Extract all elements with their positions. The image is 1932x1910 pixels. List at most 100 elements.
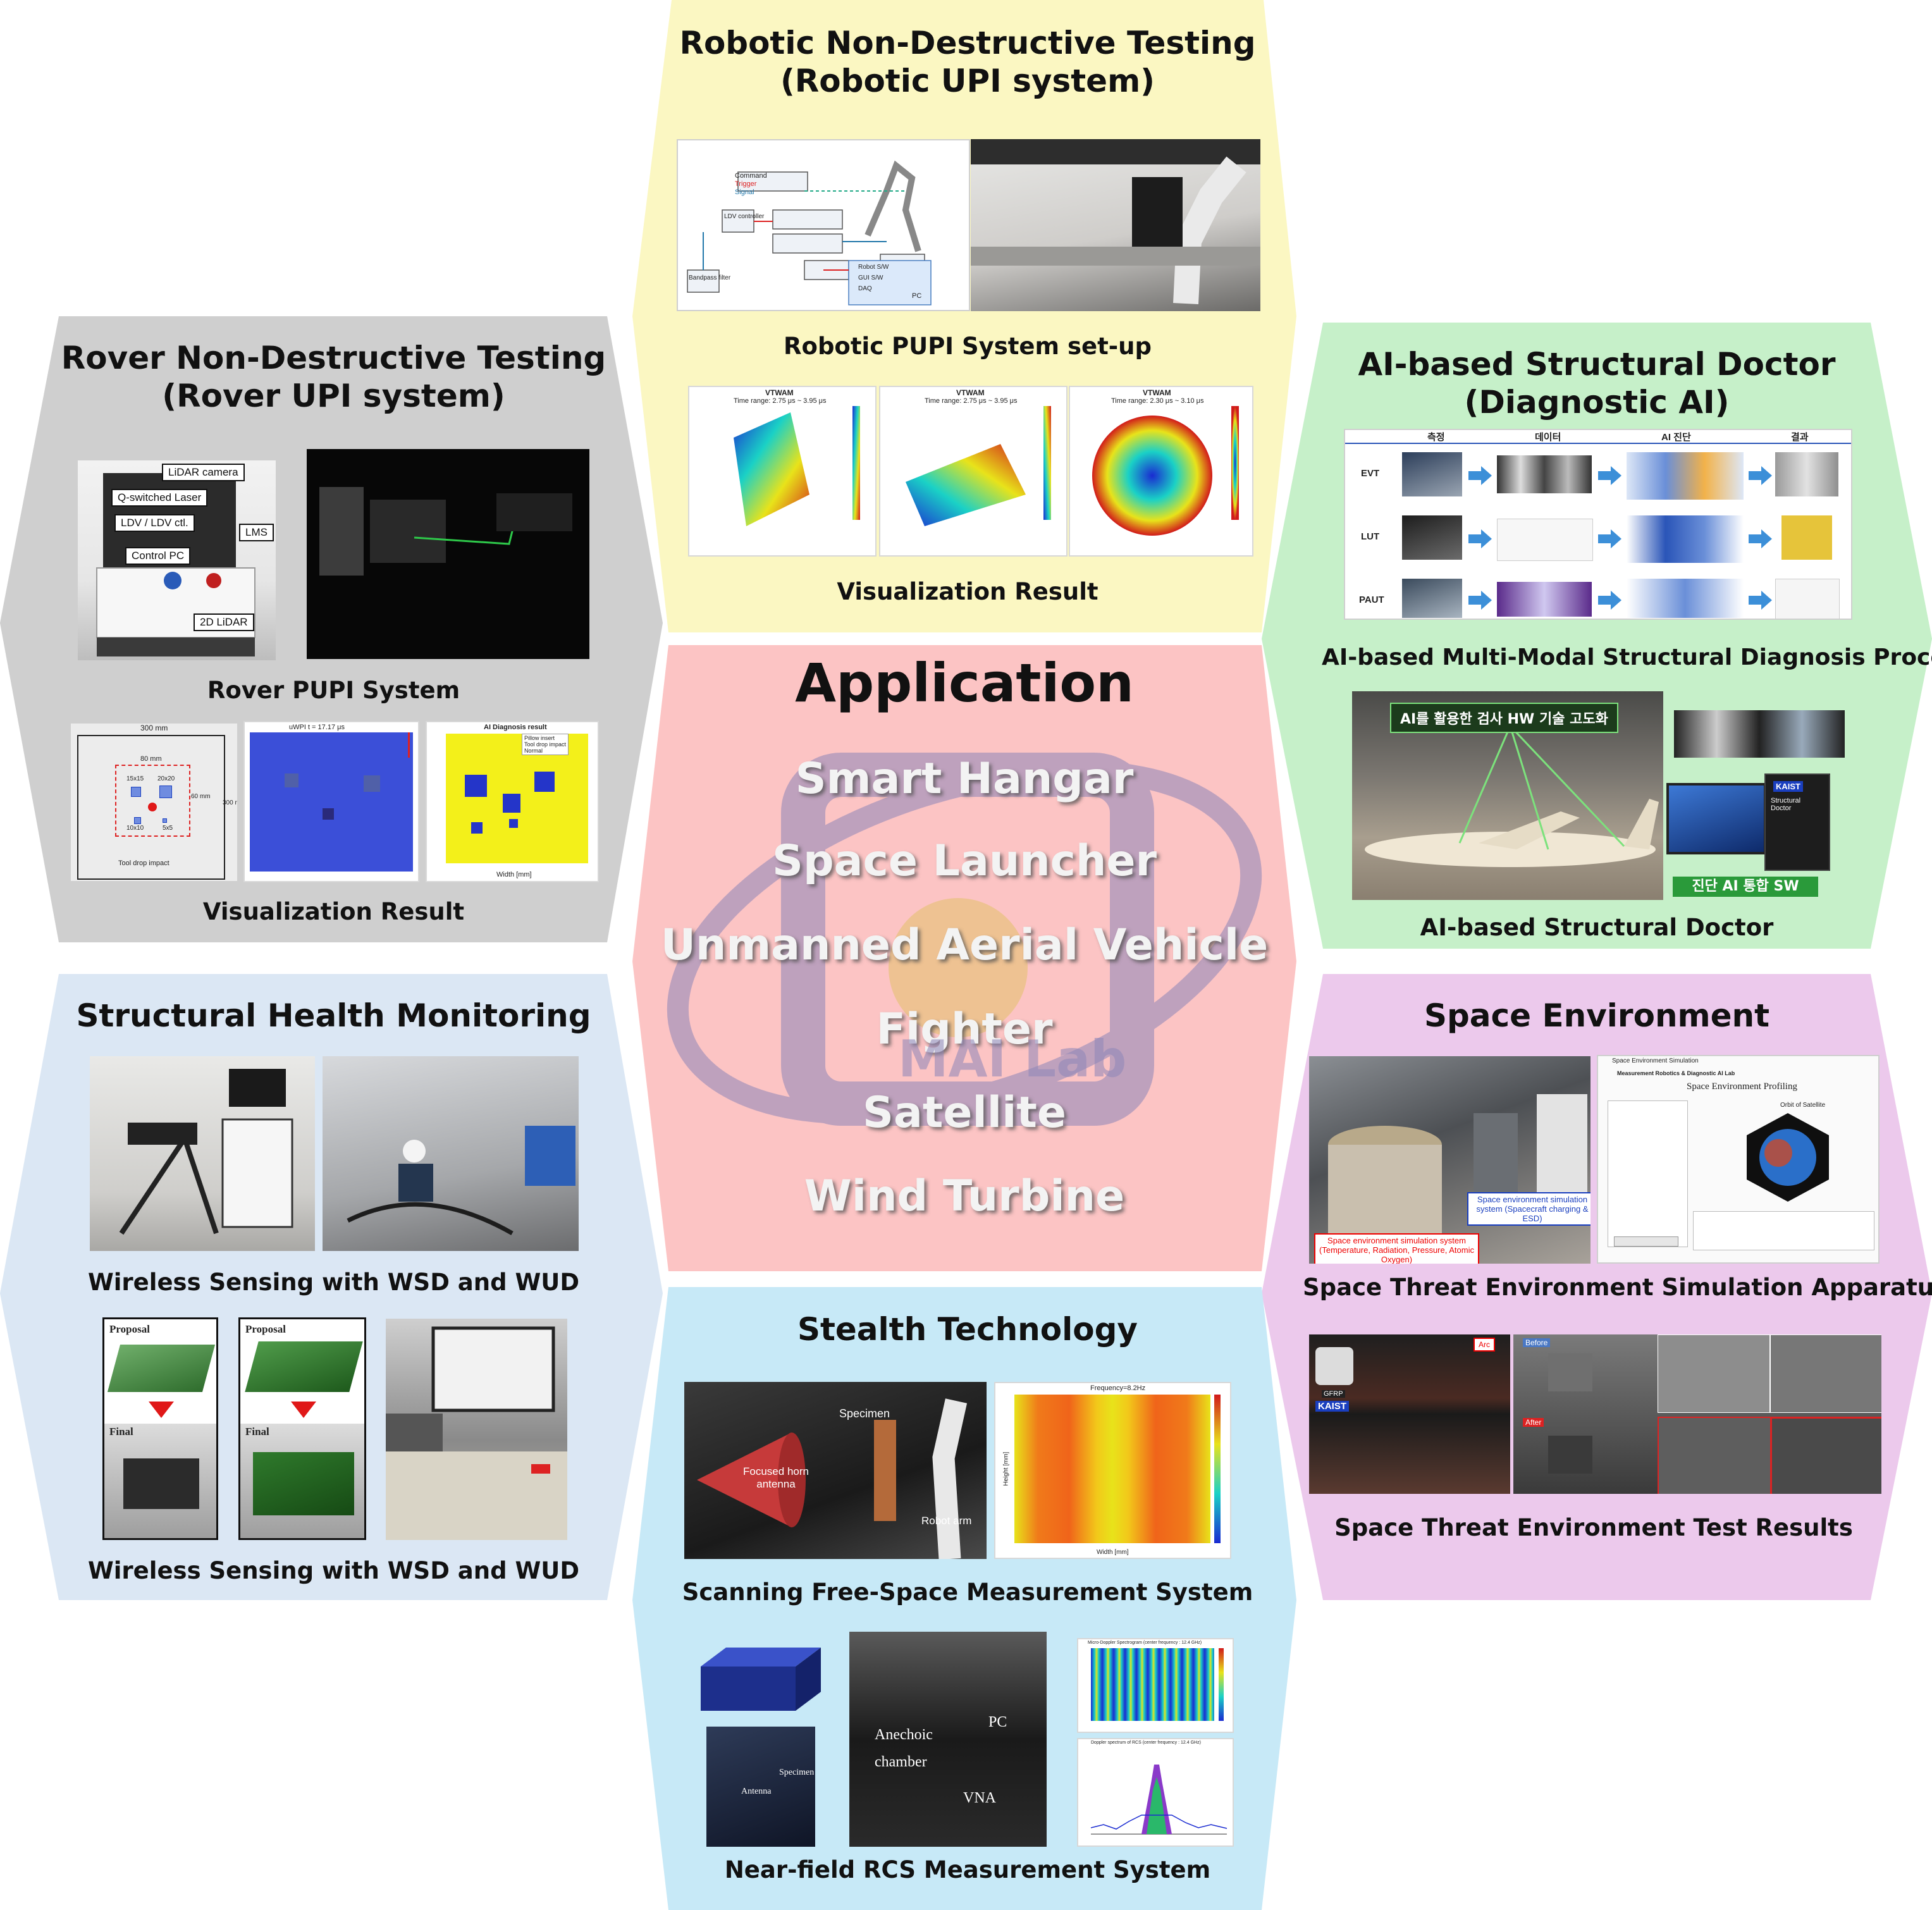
rover-ai-legend: Pillow insert Tool drop impact Normal xyxy=(522,734,569,755)
shm-photo-2 xyxy=(323,1056,579,1251)
shm-title: Structural Health Monitoring xyxy=(76,997,591,1034)
robotic-label-daq: DAQ xyxy=(858,285,872,292)
shm-down-arrow-2 xyxy=(291,1402,316,1418)
rover-legend-tool-drop: Tool drop impact xyxy=(524,741,567,748)
robotic-plot-3-range: Time range: 2.30 μs ~ 3.10 μs xyxy=(1111,397,1204,405)
rover-caption-visualization: Visualization Result xyxy=(202,898,465,925)
space-test-sample xyxy=(1315,1347,1353,1385)
robotic-plot-2: VTWAM Time range: 2.75 μs ~ 3.95 μs xyxy=(879,386,1068,557)
space-title: Space Environment xyxy=(1424,997,1770,1034)
space-gui-brand: Measurement Robotics & Diagnostic AI Lab xyxy=(1617,1070,1735,1076)
shm-board-comparison-2: Proposal Final xyxy=(238,1317,366,1540)
space-before-sem-1 xyxy=(1658,1334,1770,1413)
stealth-anechoic-label: Anechoic xyxy=(875,1727,933,1743)
rover-spec-10x10: 10x10 xyxy=(126,825,144,832)
robotic-title-line2: (Robotic UPI system) xyxy=(780,63,1155,99)
rover-legend-pillow: Pillow insert xyxy=(524,735,555,741)
rover-ai-diagnosis-plot: AI Diagnosis result Pillow insert Tool d… xyxy=(426,721,599,882)
stealth-doppler-plot xyxy=(1090,1765,1227,1835)
ai-evt-result xyxy=(1775,452,1838,496)
robotic-label-pc: PC xyxy=(912,292,922,300)
space-before-cube xyxy=(1548,1353,1592,1391)
rover-spec-80mm: 80 mm xyxy=(140,755,162,763)
ai-caption-doctor: AI-based Structural Doctor xyxy=(1420,914,1774,941)
shm-final-label-2: Final xyxy=(245,1426,269,1438)
space-sim-label-2-text: Space environment simulation system (Spa… xyxy=(1476,1195,1589,1223)
ai-header-ai: AI 진단 xyxy=(1661,432,1691,443)
shm-board-comparison-1: Proposal Final xyxy=(102,1317,218,1540)
robotic-plot-2-title: VTWAM xyxy=(956,388,985,397)
robotic-plot-1-title: VTWAM xyxy=(765,388,794,397)
space-gui-run-button[interactable] xyxy=(1614,1236,1678,1247)
rover-label-q-laser: Q-switched Laser xyxy=(111,489,208,507)
rover-label-2d-lidar: 2D LiDAR xyxy=(194,613,254,631)
rover-spec-15x15: 15x15 xyxy=(126,775,144,782)
rover-spec-5x5: 5x5 xyxy=(163,825,173,832)
application-title: Application xyxy=(795,652,1134,714)
stealth-caption-rcs: Near-field RCS Measurement System xyxy=(724,1856,1211,1883)
ai-lut-data xyxy=(1497,519,1593,561)
space-sim-label-1-text: Space environment simulation system (Tem… xyxy=(1319,1236,1474,1264)
ai-row-lut: LUT xyxy=(1361,531,1380,542)
ai-paut-photo xyxy=(1402,579,1462,618)
ai-hangar-render: AI를 활용한 검사 HW 기술 고도화 xyxy=(1352,691,1663,900)
ai-hangar-text: AI를 활용한 검사 HW 기술 고도화 xyxy=(1400,712,1608,727)
rover-wavefield-plot: uWPI t = 17.17 μs xyxy=(243,721,419,882)
space-after-sem-1 xyxy=(1658,1417,1771,1494)
stealth-label-specimen: Specimen xyxy=(839,1407,890,1420)
pointcloud-render xyxy=(319,487,572,576)
shm-proposal-board-1 xyxy=(107,1345,216,1392)
rover-spec-plate xyxy=(77,735,225,880)
ai-evt-photo xyxy=(1402,452,1462,496)
robotic-label-trigger: Trigger xyxy=(735,180,757,188)
ai-row-paut: PAUT xyxy=(1359,595,1384,605)
ai-header-data: 데이터 xyxy=(1535,432,1561,443)
robotic-photo xyxy=(971,139,1260,311)
ai-evt-data xyxy=(1497,455,1592,493)
space-test-results-right: Before After xyxy=(1513,1334,1881,1494)
space-before-sem-2 xyxy=(1770,1334,1881,1413)
space-test-results-left: GFRP Arc KAIST xyxy=(1309,1334,1510,1494)
robotic-label-gui-sw: GUI S/W xyxy=(858,274,883,281)
ai-kaist-label: KAIST xyxy=(1773,781,1803,792)
stealth-label-horn: Focused horn antenna xyxy=(743,1465,809,1490)
ai-row-evt: EVT xyxy=(1361,468,1380,479)
stealth-heatmap: Frequency=8.2Hz Width [mm] Height [mm] xyxy=(994,1382,1231,1559)
robotic-plot-3: VTWAM Time range: 2.30 μs ~ 3.10 μs xyxy=(1069,386,1253,557)
rover-ai-xlabel: Width [mm] xyxy=(496,871,532,878)
rover-spec-tool-drop: Tool drop impact xyxy=(118,860,169,867)
shm-desk-illustration xyxy=(386,1326,567,1540)
space-after-label: After xyxy=(1523,1418,1544,1427)
rover-spec-square-10 xyxy=(134,817,141,824)
ai-lut-network xyxy=(1627,515,1744,563)
stealth-free-space-photo: Specimen Focused horn antenna Robot arm xyxy=(684,1382,987,1559)
ai-hangar-banner: AI를 활용한 검사 HW 기술 고도화 xyxy=(1390,703,1618,733)
rover-wavefield-image xyxy=(250,732,413,872)
space-gui-earth-plot xyxy=(1740,1110,1835,1205)
stealth-spectrogram-colorbar xyxy=(1219,1648,1224,1721)
robotic-label-command: Command xyxy=(735,172,767,180)
robotic-plot-2-range: Time range: 2.75 μs ~ 3.95 μs xyxy=(925,397,1018,405)
application-item-space-launcher: Space Launcher xyxy=(772,836,1157,886)
robotic-caption-visualization: Visualization Result xyxy=(837,578,1098,605)
application-item-fighter: Fighter xyxy=(876,1004,1053,1054)
robotic-title: Robotic Non-Destructive Testing (Robotic… xyxy=(670,24,1265,100)
space-gui-earth-svg xyxy=(1747,1113,1829,1202)
ai-lut-photo xyxy=(1402,515,1462,560)
robotic-plot-3-title: VTWAM xyxy=(1143,388,1171,397)
rover-spec-300mm-side: 300 mm xyxy=(223,799,237,806)
ai-title-line1: AI-based Structural Doctor xyxy=(1358,346,1836,383)
robotic-diagram-lines xyxy=(687,160,932,305)
ai-paut-result xyxy=(1775,579,1840,619)
ai-airplane-illustration xyxy=(1365,725,1659,867)
rover-spec-square-20 xyxy=(159,786,172,798)
shm-proposal-label-1: Proposal xyxy=(109,1323,150,1335)
stealth-pc-label: PC xyxy=(988,1714,1007,1730)
stealth-heatmap-colorbar xyxy=(1214,1395,1221,1543)
rover-title-line1: Rover Non-Destructive Testing xyxy=(61,340,606,376)
space-gui-window[interactable]: Space Environment Simulation Measurement… xyxy=(1597,1055,1880,1264)
robotic-plot-2-surface xyxy=(906,406,1051,526)
space-gui-profiling-title: Space Environment Profiling xyxy=(1687,1081,1797,1092)
space-kaist-logo: KAIST xyxy=(1315,1401,1349,1412)
ai-header-measure: 측정 xyxy=(1427,432,1445,443)
